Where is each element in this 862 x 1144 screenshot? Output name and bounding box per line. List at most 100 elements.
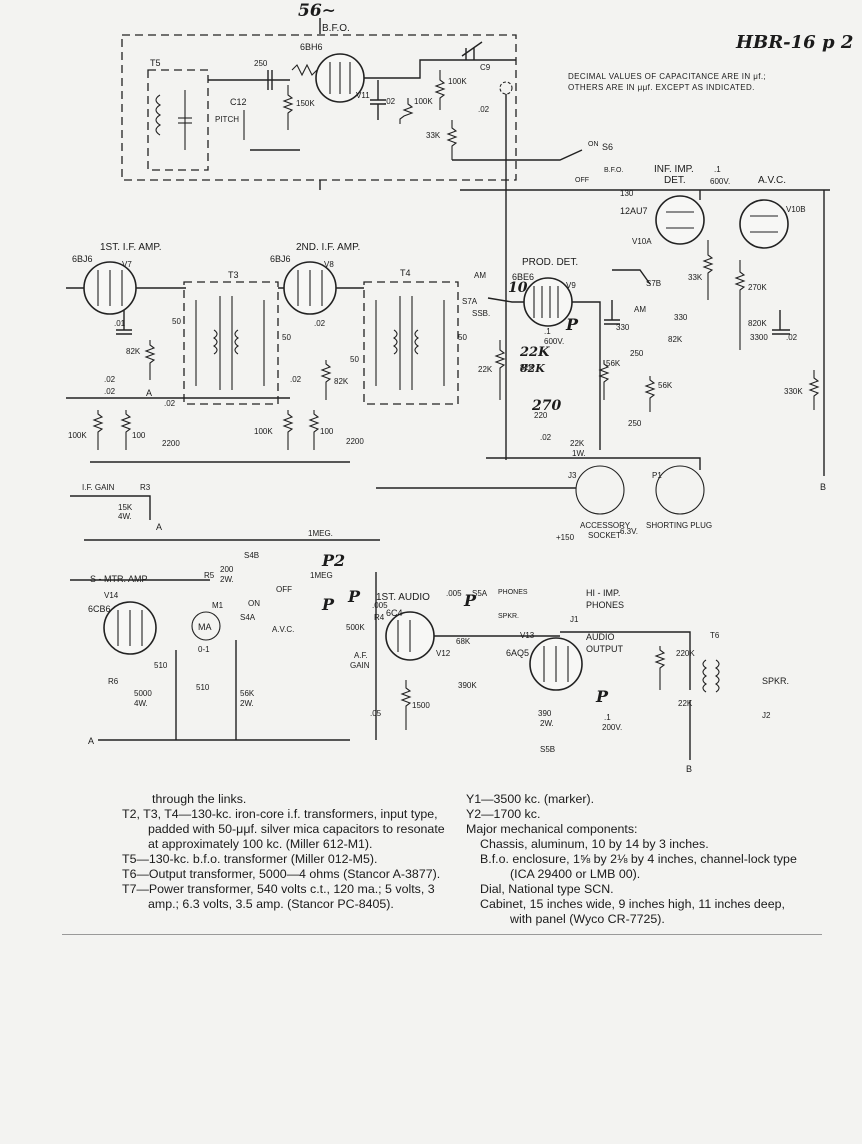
- t5-label: T5: [150, 58, 161, 68]
- parts-list-left: through the links. T2, T3, T4—130-kc. ir…: [108, 792, 453, 912]
- svg-text:820K: 820K: [748, 319, 767, 328]
- svg-text:22K: 22K: [478, 365, 493, 374]
- svg-text:ACCESSORY: ACCESSORY: [580, 521, 631, 530]
- svg-text:.02: .02: [104, 375, 116, 384]
- shorting-plug-p1: [655, 465, 705, 515]
- svg-text:.02: .02: [384, 97, 396, 106]
- svg-text:A: A: [156, 522, 162, 532]
- svg-text:220: 220: [534, 411, 548, 420]
- svg-text:S7A: S7A: [462, 297, 478, 306]
- svg-text:A.F.: A.F.: [354, 651, 368, 660]
- svg-text:.1: .1: [714, 165, 721, 174]
- svg-text:4W.: 4W.: [134, 699, 148, 708]
- svg-text:200V.: 200V.: [602, 723, 622, 732]
- parts-list-right: Y1—3500 kc. (marker). Y2—1700 kc. Major …: [466, 792, 806, 927]
- svg-text:12AU7: 12AU7: [620, 206, 648, 216]
- parts-line: B.f.o. enclosure, 1⅝ by 2⅛ by 4 inches, …: [480, 852, 797, 881]
- svg-text:A.V.C.: A.V.C.: [272, 625, 294, 634]
- svg-text:V11: V11: [356, 91, 370, 100]
- svg-text:P: P: [321, 595, 335, 614]
- accessory-socket-j3: [575, 465, 625, 515]
- tube-v10a: [655, 195, 705, 245]
- svg-text:330: 330: [674, 313, 688, 322]
- svg-text:.02: .02: [478, 105, 490, 114]
- svg-text:82K: 82K: [668, 335, 683, 344]
- tube-v9: [523, 277, 573, 327]
- svg-text:M1: M1: [212, 601, 224, 610]
- svg-text:P2: P2: [321, 551, 345, 570]
- svg-text:P: P: [463, 591, 477, 610]
- bfo-label: B.F.O.: [322, 23, 350, 34]
- svg-text:R6: R6: [108, 677, 119, 686]
- svg-text:2W.: 2W.: [540, 719, 554, 728]
- svg-text:S4B: S4B: [244, 551, 259, 560]
- svg-text:56K: 56K: [240, 689, 255, 698]
- meter-m1: [191, 611, 221, 641]
- svg-text:100K: 100K: [254, 427, 273, 436]
- svg-text:SHORTING PLUG: SHORTING PLUG: [646, 521, 712, 530]
- svg-text:V12: V12: [436, 649, 451, 658]
- decimal-note-line1: DECIMAL VALUES OF CAPACITANCE ARE IN μf.…: [568, 72, 766, 81]
- svg-text:82K: 82K: [520, 362, 545, 375]
- svg-text:510: 510: [196, 683, 210, 692]
- svg-text:2200: 2200: [346, 437, 364, 446]
- svg-text:V10B: V10B: [786, 205, 806, 214]
- svg-text:33K: 33K: [688, 273, 703, 282]
- svg-text:390K: 390K: [458, 681, 477, 690]
- svg-text:OFF: OFF: [575, 177, 589, 184]
- t3-can: [183, 281, 279, 405]
- svg-text:.005: .005: [372, 601, 388, 610]
- svg-text:S5B: S5B: [540, 745, 555, 754]
- svg-text:J3: J3: [568, 471, 577, 480]
- svg-text:A: A: [88, 736, 94, 746]
- svg-text:R4: R4: [374, 613, 385, 622]
- svg-text:33K: 33K: [426, 131, 441, 140]
- svg-text:P: P: [347, 587, 361, 606]
- svg-text:S7B: S7B: [646, 279, 661, 288]
- svg-text:2W.: 2W.: [240, 699, 254, 708]
- svg-text:P: P: [595, 687, 609, 706]
- svg-text:B.F.O.: B.F.O.: [604, 167, 624, 174]
- parts-line: T5—130-kc. b.f.o. transformer (Miller 01…: [122, 852, 378, 866]
- svg-text:PHONES: PHONES: [586, 600, 624, 610]
- svg-text:330: 330: [616, 323, 630, 332]
- svg-text:130: 130: [620, 189, 634, 198]
- r33k-a: [446, 120, 458, 160]
- pencil-note-top: 56∼: [298, 1, 336, 21]
- tube-v10b: [739, 199, 789, 249]
- svg-text:15K: 15K: [118, 503, 133, 512]
- t4-can: [363, 281, 459, 405]
- svg-text:22K: 22K: [519, 345, 550, 360]
- svg-text:500K: 500K: [346, 623, 365, 632]
- svg-text:PHONES: PHONES: [498, 589, 528, 596]
- svg-text:R5: R5: [204, 571, 215, 580]
- svg-text:56K: 56K: [606, 359, 621, 368]
- svg-text:56K: 56K: [658, 381, 673, 390]
- svg-text:J1: J1: [570, 615, 579, 624]
- svg-text:J2: J2: [762, 711, 771, 720]
- svg-text:250: 250: [628, 419, 642, 428]
- svg-text:V9: V9: [566, 281, 576, 290]
- svg-text:10: 10: [508, 280, 528, 296]
- svg-text:S - MTR. AMP: S - MTR. AMP: [90, 574, 148, 584]
- svg-text:.01: .01: [114, 319, 126, 328]
- svg-text:.02: .02: [314, 319, 326, 328]
- parts-line: Y2—1700 kc.: [466, 807, 541, 821]
- svg-text:B: B: [686, 764, 692, 774]
- svg-text:AM: AM: [634, 305, 646, 314]
- svg-text:3300: 3300: [750, 333, 768, 342]
- svg-text:250: 250: [254, 59, 268, 68]
- svg-text:ON: ON: [588, 141, 599, 148]
- svg-text:2ND. I.F. AMP.: 2ND. I.F. AMP.: [296, 242, 360, 253]
- svg-text:5000: 5000: [134, 689, 152, 698]
- svg-text:+150: +150: [556, 533, 575, 542]
- svg-text:MA: MA: [198, 622, 212, 632]
- tube-v11-type: 6BH6: [300, 42, 323, 52]
- svg-text:I.F. GAIN: I.F. GAIN: [82, 483, 115, 492]
- parts-line: through the links.: [152, 792, 247, 806]
- bfo-grid-resistor: [291, 63, 318, 77]
- svg-text:82K: 82K: [520, 363, 535, 372]
- page-bottom-rule: [62, 934, 822, 935]
- svg-text:2200: 2200: [162, 439, 180, 448]
